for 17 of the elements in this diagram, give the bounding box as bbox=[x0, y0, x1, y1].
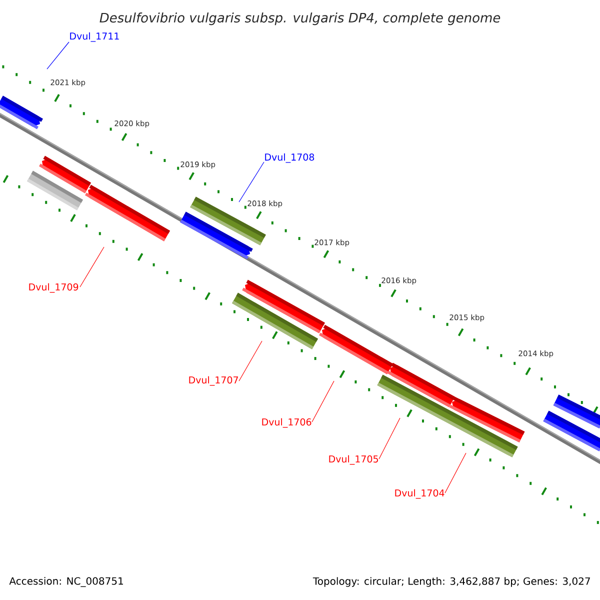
leader-line bbox=[378, 418, 400, 460]
gene-label: Dvul_1707 bbox=[189, 376, 238, 386]
gene-label: Dvul_1705 bbox=[329, 455, 378, 465]
leader-line bbox=[312, 380, 334, 422]
leader-line bbox=[238, 162, 264, 202]
leader-line bbox=[238, 340, 262, 382]
gene-label: Dvul_1709 bbox=[29, 283, 78, 293]
gene-label: Dvul_1711 bbox=[70, 32, 119, 42]
gene-label: Dvul_1708 bbox=[265, 153, 314, 163]
title: Desulfovibrio vulgaris subsp. vulgaris DP4, complete genome bbox=[100, 12, 500, 26]
leader-line bbox=[46, 42, 70, 70]
gene-label: Dvul_1706 bbox=[262, 418, 312, 428]
footer-text: Topology: circular; Length: 3,462,887 bp; Genes: 3,027 bbox=[312, 577, 590, 587]
leader-line bbox=[80, 246, 104, 288]
footer-text: Accession: NC_008751 bbox=[9, 577, 123, 587]
gene-label: Dvul_1704 bbox=[395, 489, 444, 499]
leader-line bbox=[444, 452, 466, 494]
